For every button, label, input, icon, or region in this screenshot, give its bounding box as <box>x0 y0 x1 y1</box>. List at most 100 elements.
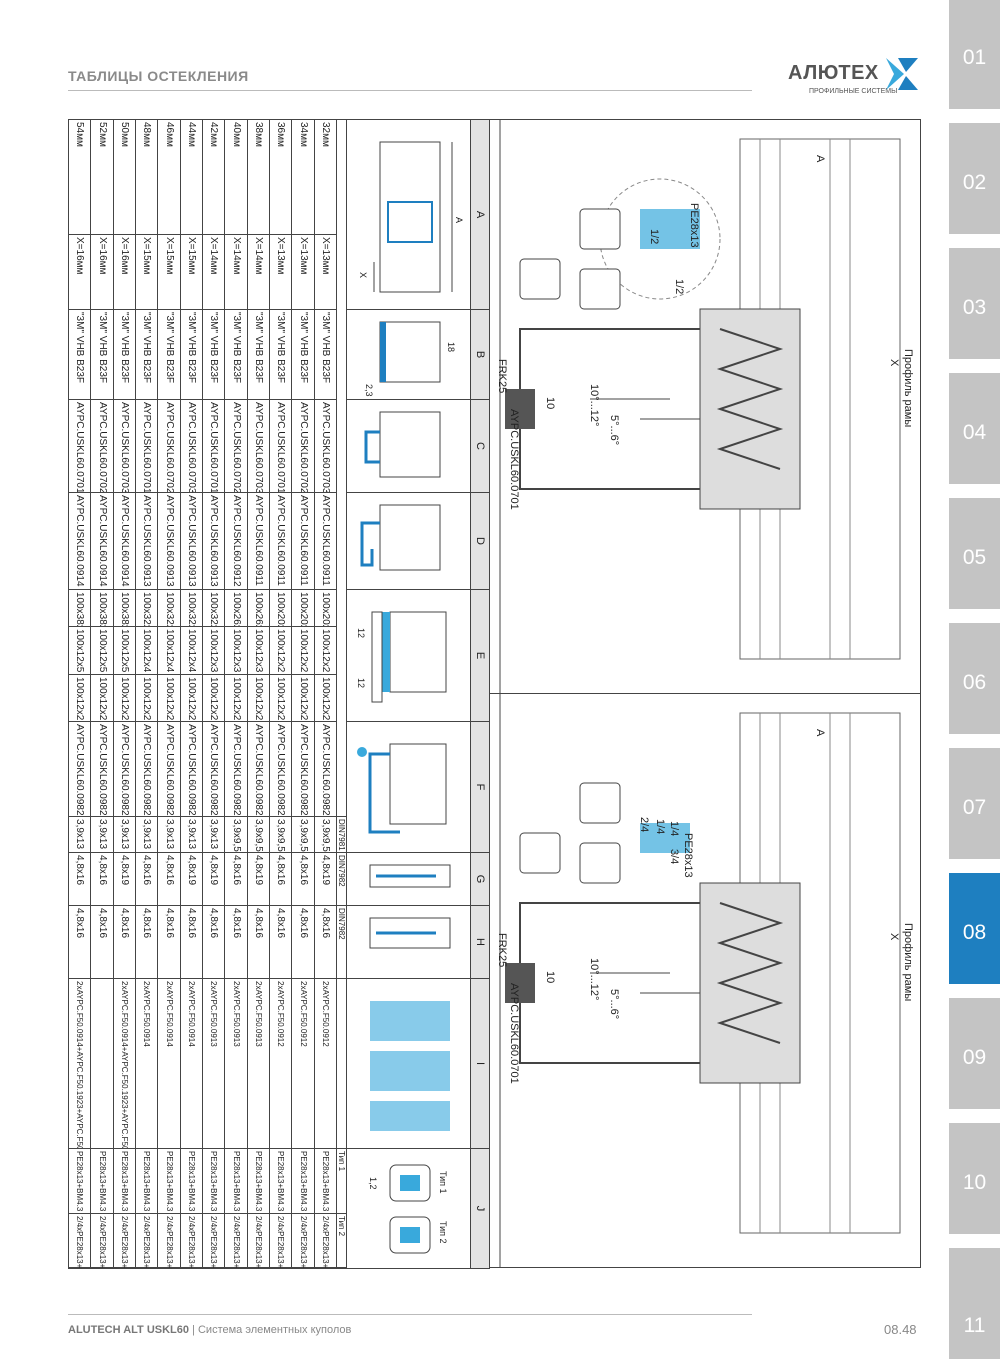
table-cell: 100x20x3 <box>269 589 292 627</box>
table-cell: 3,9x13 <box>113 816 136 853</box>
header-divider <box>68 90 752 91</box>
table-cell: 100x32x3 <box>135 589 158 627</box>
table-cell: 100x20x3 <box>314 589 337 627</box>
table-cell: 100x12x5 <box>90 626 114 675</box>
dim-10-top: 10 <box>544 397 556 410</box>
table-cell: 100x32x3 <box>180 589 203 627</box>
table-cell: PE28x13+BM4.3 <box>68 1148 91 1214</box>
table-cell: PE28x13+BM4.3 <box>157 1148 181 1214</box>
table-cell: 2/4xPE28x13+SG <box>135 1213 158 1269</box>
table-cell: 4,8x16 <box>157 852 181 906</box>
table-cell: PE28x13+BM4.3 <box>269 1148 292 1214</box>
footer-description: Система элементных куполов <box>197 1324 352 1336</box>
chapter-tab-label: 07 <box>962 796 987 819</box>
chapter-tab-02[interactable]: 02 <box>949 123 1000 234</box>
part-label-bottom: AYPC.USKL60.0701 <box>508 983 520 1084</box>
table-cell: 2xAYPC.F50.0914 <box>135 978 158 1149</box>
dim-a-label: A <box>454 217 464 223</box>
table-cell: 4,8x16 <box>291 905 315 979</box>
table-cell: 2xAYPC.F50.0913 <box>224 978 248 1149</box>
table-cell: 2/4xPE28x13+SG <box>291 1213 315 1269</box>
footer-separator: | <box>189 1324 198 1336</box>
table-cell: 100x12x2 <box>247 674 270 722</box>
table-cell: 2/4xPE28x13+SG <box>202 1213 225 1269</box>
table-cell: AYPC.USKL60.0703 <box>314 399 337 493</box>
chapter-tab-05[interactable]: 05 <box>949 498 1000 609</box>
table-cell: AYPC.USKL60.0914 <box>113 492 136 590</box>
ratio-4-bottom: 3/4 <box>668 849 680 865</box>
dim-a-bottom: A <box>814 729 826 737</box>
sub-header-din7982-h: DIN7982 <box>336 905 347 979</box>
table-cell: 2/4xPE28x13+SG <box>269 1213 292 1269</box>
table-cell: 100x12x2 <box>291 626 315 675</box>
diagram-b: 18 2,3 <box>346 309 471 400</box>
table-cell: PE28x13+BM4.3 <box>202 1148 225 1214</box>
table-cell: 4,8x16 <box>68 905 91 979</box>
chapter-tab-01[interactable]: 01 <box>949 0 1000 109</box>
table-cell: 100x12x2 <box>202 674 225 722</box>
chapter-tab-04[interactable]: 04 <box>949 373 1000 484</box>
table-cell: 4,8x19 <box>113 852 136 906</box>
dim-18-label: 18 <box>446 342 456 352</box>
chapter-tab-label: 06 <box>962 671 987 694</box>
table-cell: 4,8x16 <box>90 905 114 979</box>
chapter-tab-label: 05 <box>962 546 987 569</box>
table-cell: PE28x13+BM4.3 <box>247 1148 270 1214</box>
table-cell: 100x12x2 <box>157 674 181 722</box>
ratio-2-bottom: 1/4 <box>654 819 666 835</box>
table-cell: AYPC.USKL60.0982 <box>157 721 181 817</box>
table-cell: 4,8x16 <box>314 905 337 979</box>
table-cell: 2/4xPE28x13+SG <box>314 1213 337 1269</box>
chapter-tab-06[interactable]: 06 <box>949 623 1000 734</box>
table-cell: AYPC.USKL60.0982 <box>68 721 91 817</box>
table-cell: 100x12x2 <box>180 674 203 722</box>
table-cell: 2/4xPE28x13+SG <box>113 1213 136 1269</box>
table-cell: 3,9x13 <box>90 816 114 853</box>
table-cell: 100x12x2 <box>90 674 114 722</box>
table-cell: AYPC.USKL60.0911 <box>269 492 292 590</box>
diagram-c <box>346 399 471 493</box>
table-cell: 100x32x3 <box>157 589 181 627</box>
table-cell: AYPC.USKL60.0982 <box>224 721 248 817</box>
dim-tip1-label: Тип 1 <box>438 1171 448 1194</box>
table-cell: AYPC.USKL60.0701 <box>269 399 292 493</box>
table-cell: AYPC.USKL60.0701 <box>202 399 225 493</box>
diagram-g <box>346 852 471 906</box>
table-cell: 38мм <box>247 119 270 235</box>
chapter-tab-03[interactable]: 03 <box>949 248 1000 359</box>
table-cell: X=15мм <box>135 234 158 310</box>
table-cell: 4,8x16 <box>68 852 91 906</box>
table-cell: AYPC.USKL60.0982 <box>113 721 136 817</box>
table-cell: 100x12x2 <box>68 674 91 722</box>
table-cell: 100x38x3 <box>68 589 91 627</box>
angle-a-bottom: 10°...12° <box>588 958 600 1001</box>
chapter-tab-11[interactable]: 11 <box>949 1248 1000 1359</box>
dim-23-label: 2,3 <box>364 384 374 397</box>
table-cell: 100x12x2 <box>314 674 337 722</box>
dim-x-label: X <box>358 272 368 278</box>
table-cell: X=14мм <box>247 234 270 310</box>
chapter-tab-10[interactable]: 10 <box>949 1123 1000 1234</box>
part-label-top: AYPC.USKL60.0701 <box>508 409 520 510</box>
table-cell: 2/4xPE28x13+SG <box>224 1213 248 1269</box>
table-cell: 40мм <box>224 119 248 235</box>
table-cell: 2/4xPE28x13+SG <box>247 1213 270 1269</box>
frame-profile-label-top: Профиль рамы <box>902 349 914 428</box>
table-cell: 100x12x2 <box>291 674 315 722</box>
table-cell: 100x12x3 <box>247 626 270 675</box>
table-cell: "3M" VHB B23F <box>157 309 181 400</box>
chapter-tab-08[interactable]: 08 <box>949 873 1000 984</box>
chapter-tab-label: 11 <box>963 1314 986 1337</box>
col-header-c: C <box>470 399 490 493</box>
table-cell: 46мм <box>157 119 181 235</box>
table-cell: "3M" VHB B23F <box>224 309 248 400</box>
diagram-a: A X <box>346 119 471 310</box>
table-cell: "3M" VHB B23F <box>68 309 91 400</box>
table-cell: 4,8x16 <box>135 852 158 906</box>
chapter-tab-09[interactable]: 09 <box>949 998 1000 1109</box>
chapter-tab-07[interactable]: 07 <box>949 748 1000 859</box>
table-cell: AYPC.USKL60.0982 <box>269 721 292 817</box>
